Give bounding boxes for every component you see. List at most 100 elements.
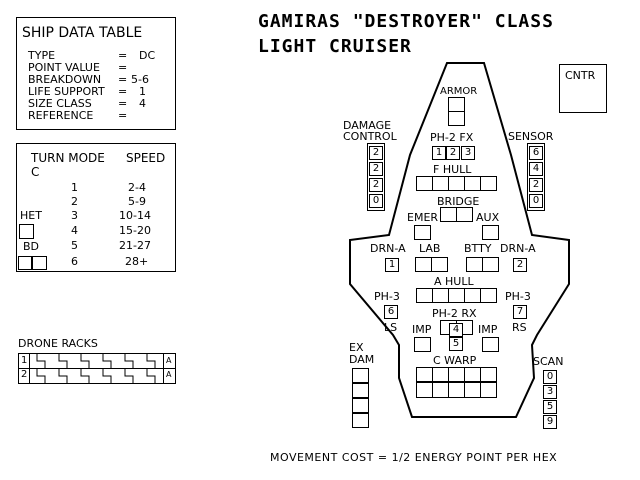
c-warp-box[interactable] [480,367,497,382]
c-warp-label: C WARP [433,354,477,367]
damage-control-cell[interactable]: 2 [369,178,383,192]
turn-row-mode: 2 [71,195,78,208]
drone-rack-end: A [166,356,172,365]
scan-cell[interactable]: 3 [543,385,557,399]
ship-data-table: SHIP DATA TABLE TYPE = DC POINT VALUE = … [16,17,176,130]
het-checkbox[interactable] [19,224,34,239]
sensor-cell[interactable]: 6 [529,146,543,160]
damage-control-label-1: DAMAGE [343,119,392,132]
c-warp-box[interactable] [480,382,497,398]
data-label-breakdown: BREAKDOWN [28,73,102,86]
ph3-right-cell[interactable]: 7 [513,305,527,319]
emer-label: EMER [407,211,439,224]
ph3-left-cell[interactable]: 6 [384,305,398,319]
ex-dam-box[interactable] [352,398,369,413]
data-value-type: DC [139,49,156,62]
turn-row-mode: 4 [71,224,78,237]
ph2-fx-cell-3[interactable]: 3 [461,146,475,160]
scan-cell[interactable]: 9 [543,415,557,429]
f-hull-label: F HULL [433,163,472,176]
turn-mode-value: C [31,165,40,179]
data-eq: = [118,49,128,62]
damage-control-cell[interactable]: 2 [369,162,383,176]
data-label-point-value: POINT VALUE [28,61,100,74]
damage-control-cell[interactable]: 0 [369,194,383,208]
bd-label: BD [23,240,40,253]
sensor-cell[interactable]: 0 [529,194,543,208]
data-eq: = [118,73,128,86]
bd-checkbox-1[interactable] [18,256,32,270]
turn-mode-header: TURN MODE [31,151,105,165]
lab-box-2[interactable] [431,257,448,272]
drone-rack-number: 1 [21,355,28,366]
c-warp-boxes[interactable] [416,367,498,400]
ph2-fx-cell-1[interactable]: 1 [432,146,446,160]
data-eq: = [118,61,128,74]
turn-row-mode: 6 [71,255,78,268]
imp-cell-5[interactable]: 5 [449,337,463,351]
data-label-size-class: SIZE CLASS [28,97,92,110]
sensor-cell[interactable]: 2 [529,178,543,192]
bridge-box-2[interactable] [456,207,473,222]
damage-control-cell[interactable]: 2 [369,146,383,160]
ex-dam-label-2: DAM [349,353,375,366]
ls-label: LS [384,321,398,334]
turn-row-speed: 15-20 [119,224,151,237]
turn-row-speed: 10-14 [119,209,151,222]
scan-cell[interactable]: 0 [543,370,557,384]
emer-box[interactable] [414,225,431,240]
turn-mode-table: TURN MODE SPEED C 1 2-4 2 5-9 3 10-14 4 … [16,143,176,272]
f-hull-box[interactable] [480,176,497,191]
lab-label: LAB [419,242,441,255]
f-hull-boxes[interactable] [416,176,498,192]
sensor-label: SENSOR [508,130,554,143]
het-label: HET [20,209,42,222]
imp-right-box[interactable] [482,337,499,352]
a-hull-boxes[interactable] [416,288,498,304]
turn-row-speed: 2-4 [128,181,146,194]
data-label-type: TYPE [28,49,56,62]
turn-row-mode: 3 [71,209,78,222]
imp-cell-4[interactable]: 4 [449,323,463,337]
movement-cost-note: MOVEMENT COST = 1/2 ENERGY POINT PER HEX [270,451,558,464]
drn-a-right-label: DRN-A [500,242,536,255]
bd-checkbox-2[interactable] [32,256,47,270]
rs-label: RS [512,321,527,334]
ex-dam-label-1: EX [349,341,364,354]
bridge-label: BRIDGE [437,195,480,208]
armor-box-2[interactable] [448,111,465,126]
ship-data-heading: SHIP DATA TABLE [22,25,143,41]
turn-row-speed: 21-27 [119,239,151,252]
data-value-size-class: 4 [139,97,146,110]
drone-racks-grid: 1 2 A A [18,353,176,384]
btty-box-2[interactable] [482,257,499,272]
turn-row-speed: 5-9 [128,195,146,208]
ex-dam-box[interactable] [352,413,369,428]
ph3-left-label: PH-3 [374,290,400,303]
ex-dam-box[interactable] [352,368,369,383]
turn-row-speed: 28+ [125,255,149,268]
ph2-fx-cell-2[interactable]: 2 [446,146,460,160]
ex-dam-box[interactable] [352,383,369,398]
cntr-box[interactable]: CNTR [559,64,607,113]
data-eq: = [118,85,128,98]
sensor-cell[interactable]: 4 [529,162,543,176]
drone-rack-number: 2 [21,369,28,380]
drone-racks-label: DRONE RACKS [18,337,98,350]
a-hull-box[interactable] [480,288,497,303]
ph2-rx-label: PH-2 RX [432,307,477,320]
drn-a-left-cell[interactable]: 1 [385,258,399,272]
data-eq: = [118,97,128,110]
armor-label: ARMOR [440,86,478,97]
aux-box[interactable] [482,225,499,240]
imp-left-box[interactable] [414,337,431,352]
damage-control-label-2: CONTROL [343,130,397,143]
imp-left-label: IMP [412,323,432,336]
drn-a-right-cell[interactable]: 2 [513,258,527,272]
scan-cell[interactable]: 5 [543,400,557,414]
data-label-life-support: LIFE SUPPORT [28,85,105,98]
